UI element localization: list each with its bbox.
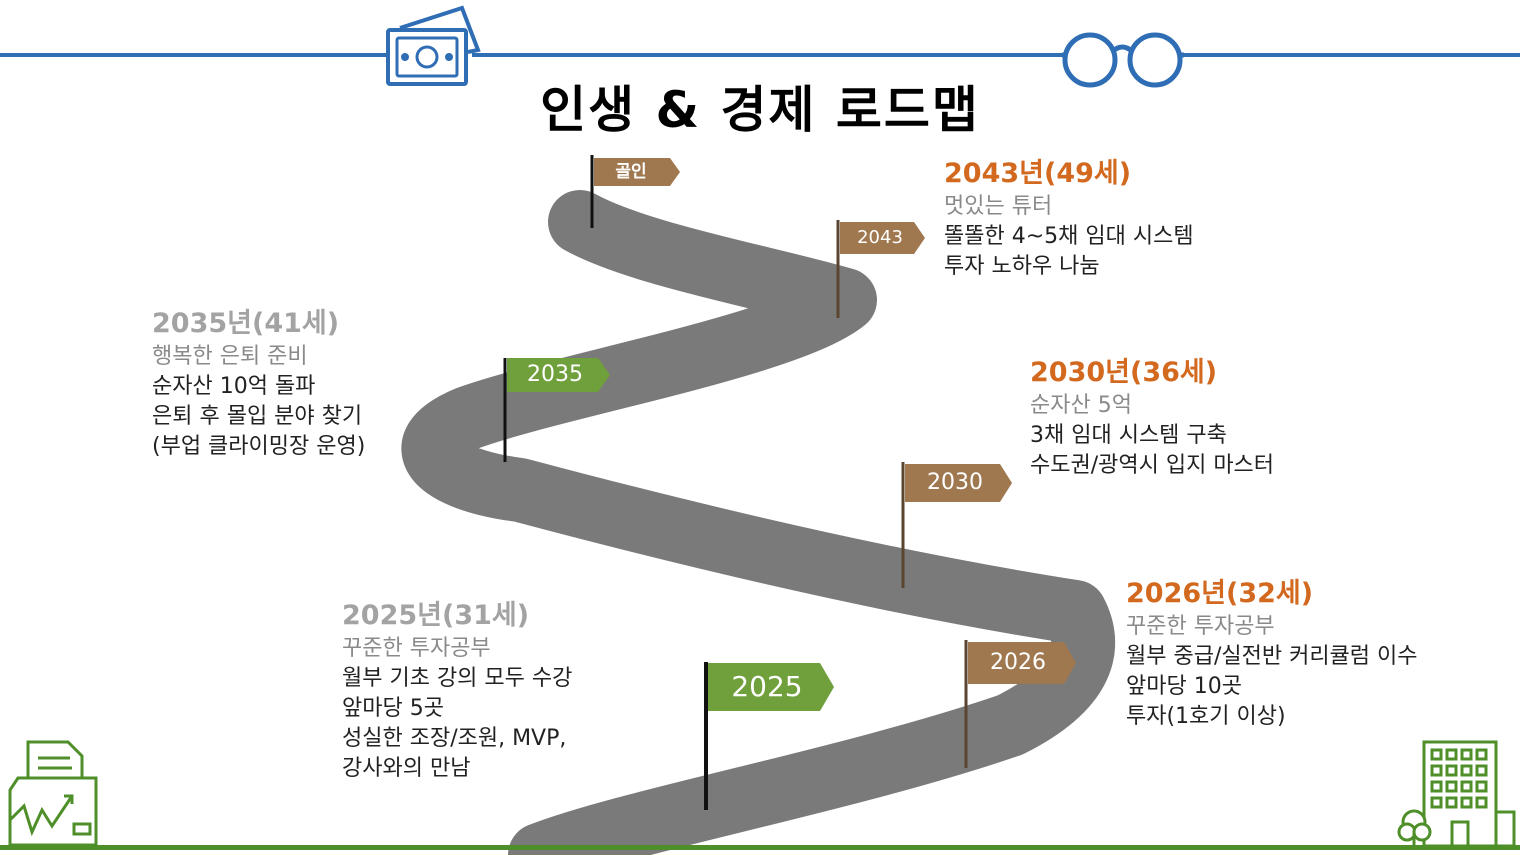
flag-2025 — [704, 662, 834, 810]
milestone-2030: 2030년(36세) 순자산 5억 3채 임대 시스템 구축 수도권/광역시 입… — [1030, 355, 1274, 481]
building-icon — [1397, 740, 1516, 848]
glasses-icon — [1062, 32, 1184, 88]
milestone-2043-line: 똘똘한 4~5채 임대 시스템 — [944, 224, 1194, 249]
milestone-2026-sub: 꾸준한 투자공부 — [1126, 614, 1275, 639]
document-chart-icon — [8, 740, 98, 847]
milestone-2043: 2043년(49세) 멋있는 튜터 똘똘한 4~5채 임대 시스템 투자 노하우… — [944, 156, 1194, 282]
milestone-2026-line: 앞마당 10곳 — [1126, 674, 1242, 699]
milestone-2030-year: 2030년(36세) — [1030, 357, 1218, 388]
flag-2043-label: 2043 — [857, 227, 903, 248]
flag-2035-label: 2035 — [527, 362, 583, 387]
milestone-2025-line: 앞마당 5곳 — [342, 696, 444, 721]
money-icon — [386, 5, 481, 86]
ground-line — [0, 845, 1520, 850]
milestone-2043-sub: 멋있는 튜터 — [944, 194, 1053, 219]
milestone-2035: 2035년(41세) 행복한 은퇴 준비 순자산 10억 돌파 은퇴 후 몰입 … — [152, 306, 365, 462]
milestone-2043-line: 투자 노하우 나눔 — [944, 254, 1100, 279]
milestone-2035-line: (부업 클라이밍장 운영) — [152, 434, 366, 459]
flag-2026 — [964, 640, 1076, 768]
milestone-2035-line: 순자산 10억 돌파 — [152, 374, 316, 399]
milestone-2026-line: 투자(1호기 이상) — [1126, 704, 1286, 729]
milestone-2025-line: 강사와의 만남 — [342, 756, 471, 781]
milestone-2025-sub: 꾸준한 투자공부 — [342, 636, 491, 661]
milestone-2026-year: 2026년(32세) — [1126, 578, 1314, 609]
flag-2030 — [901, 462, 1012, 588]
milestone-2035-year: 2035년(41세) — [152, 308, 340, 339]
milestone-2035-line: 은퇴 후 몰입 분야 찾기 — [152, 404, 363, 429]
milestone-2026: 2026년(32세) 꾸준한 투자공부 월부 중급/실전반 커리큘럼 이수 앞마… — [1126, 576, 1418, 732]
page-title: 인생 & 경제 로드맵 — [540, 81, 980, 139]
flag-2030-label: 2030 — [927, 470, 983, 495]
milestone-2030-line: 수도권/광역시 입지 마스터 — [1030, 453, 1275, 478]
flag-goal — [590, 155, 680, 228]
milestone-2025: 2025년(31세) 꾸준한 투자공부 월부 기초 강의 모두 수강 앞마당 5… — [342, 598, 572, 784]
milestone-2025-line: 월부 기초 강의 모두 수강 — [342, 666, 573, 691]
flag-2035 — [503, 358, 610, 462]
flag-goal-label: 골인 — [615, 162, 647, 182]
milestone-2035-sub: 행복한 은퇴 준비 — [152, 344, 308, 369]
milestone-2043-year: 2043년(49세) — [944, 158, 1132, 189]
flag-2025-label: 2025 — [731, 670, 803, 703]
flag-2043 — [836, 220, 925, 318]
milestone-2030-line: 3채 임대 시스템 구축 — [1030, 423, 1227, 448]
milestone-2025-line: 성실한 조장/조원, MVP, — [342, 726, 567, 751]
milestone-2025-year: 2025년(31세) — [342, 600, 530, 631]
milestone-2030-sub: 순자산 5억 — [1030, 393, 1132, 418]
flag-2026-label: 2026 — [990, 650, 1046, 675]
milestone-2026-line: 월부 중급/실전반 커리큘럼 이수 — [1126, 644, 1418, 669]
